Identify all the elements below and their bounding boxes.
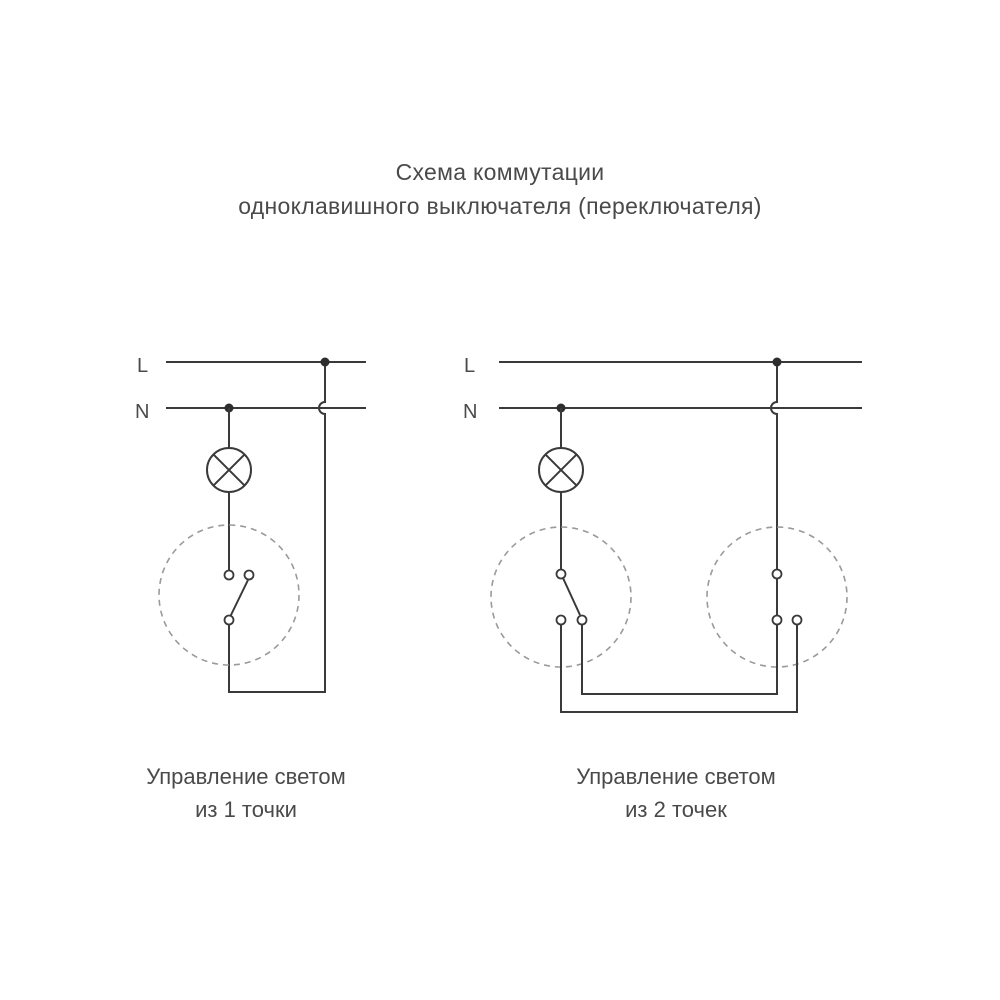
phase-junction-left	[320, 357, 330, 367]
lamp-icon	[206, 447, 252, 493]
traveller-wire-outer	[560, 624, 798, 713]
switch-icon	[771, 568, 803, 626]
switch-icon	[223, 569, 255, 626]
switch-enclosure-b	[706, 526, 848, 668]
diagram-one-point: L N	[135, 355, 366, 693]
diagram-title-line-1: Схема коммутации	[395, 159, 605, 185]
phase-junction-right	[772, 357, 782, 367]
label-n-left: N	[135, 401, 149, 423]
lamp-icon	[538, 447, 584, 493]
label-n-right: N	[463, 401, 477, 423]
caption-two-point-line-1: Управление светом	[576, 764, 776, 789]
diagram-two-point: L N	[463, 355, 862, 713]
phase-drop-left	[228, 362, 326, 693]
phase-drop-right	[770, 362, 778, 570]
switch-icon	[555, 568, 588, 626]
caption-one-point-line-1: Управление светом	[146, 764, 346, 789]
switch-enclosure-a	[490, 526, 632, 668]
label-l-right: L	[464, 355, 475, 377]
caption-one-point-line-2: из 1 точки	[195, 797, 297, 822]
diagram-title-line-2: одноклавишного выключателя (переключател…	[238, 193, 762, 219]
caption-two-point-line-2: из 2 точек	[625, 797, 727, 822]
traveller-wire-inner	[581, 624, 778, 695]
switch-enclosure-left	[158, 524, 300, 666]
label-l-left: L	[137, 355, 148, 377]
